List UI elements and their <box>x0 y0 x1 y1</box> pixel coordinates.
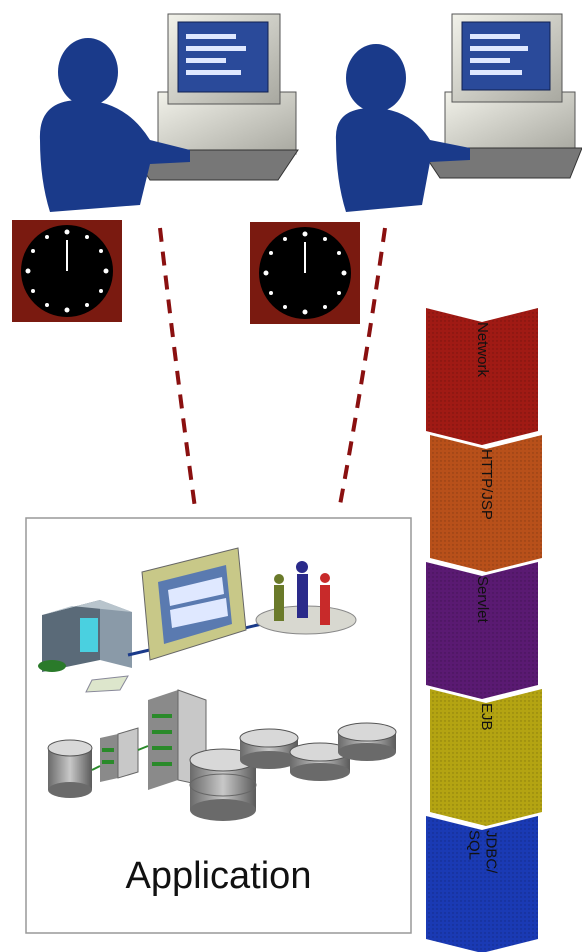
user-icon <box>335 44 470 212</box>
monitor-screen <box>461 21 551 91</box>
database-icon <box>337 722 397 761</box>
layer-servlet: Servlet <box>426 562 538 699</box>
application-label: Application <box>125 855 312 897</box>
database-icon <box>239 728 299 769</box>
layer-label: EJB <box>478 703 495 731</box>
database-icon <box>189 748 257 821</box>
people-icon <box>255 561 357 635</box>
connection-line-1 <box>158 227 197 509</box>
layer-label: HTTP/JSP <box>478 449 495 520</box>
database-icon <box>289 742 351 781</box>
app-window-icon <box>141 547 247 661</box>
layer-ejb: EJB <box>430 689 542 826</box>
layer-label: Servlet <box>474 576 491 624</box>
layer-jdbc-sql: JDBC/SQL <box>426 816 538 952</box>
clock-icon <box>250 222 360 324</box>
user-icon <box>39 38 191 212</box>
computer-icon <box>129 13 299 181</box>
server-icon <box>38 600 263 693</box>
user-workstation-1 <box>39 13 299 212</box>
server-icon <box>91 727 139 782</box>
database-icon <box>47 739 93 798</box>
layer-label: JDBC/SQL <box>466 830 500 874</box>
clock-icon <box>12 220 122 322</box>
layer-http-jsp: HTTP/JSP <box>430 435 542 572</box>
layer-network: Network <box>426 308 538 445</box>
connection-line-2 <box>338 227 387 506</box>
monitor-screen <box>177 21 269 93</box>
user-workstation-2 <box>335 13 582 212</box>
layer-label: Network <box>474 322 491 378</box>
